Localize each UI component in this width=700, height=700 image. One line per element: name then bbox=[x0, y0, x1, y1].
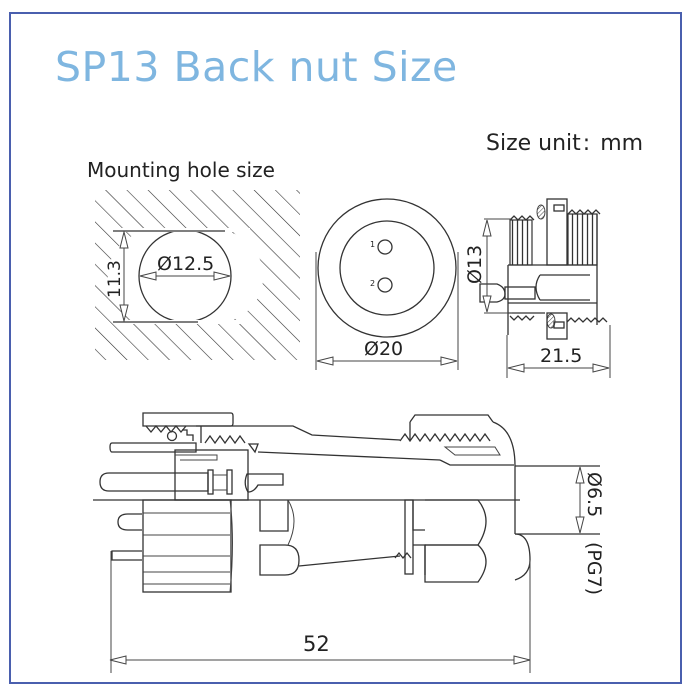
front-view-diagram: 1 2 Ø20 bbox=[315, 198, 459, 370]
cable-diameter-dimension: Ø6.5 bbox=[583, 472, 605, 517]
size-unit-note: Size unit: mm bbox=[486, 131, 643, 156]
pin-2-icon bbox=[377, 277, 393, 293]
front-diameter-dimension: Ø20 bbox=[364, 338, 403, 360]
hole-diameter-dimension: Ø12.5 bbox=[157, 253, 214, 275]
size-unit-value: mm bbox=[600, 131, 644, 156]
total-length-dimension: 52 bbox=[303, 632, 330, 656]
side-length-dimension: 21.5 bbox=[540, 345, 582, 367]
assembly-view-diagram: Ø6.5 (PG7) 52 bbox=[93, 412, 605, 673]
size-unit-separator: : bbox=[582, 131, 591, 156]
gland-thread-dimension: (PG7) bbox=[583, 542, 605, 595]
mounting-hole-label: Mounting hole size bbox=[87, 158, 275, 182]
pin-1-label: 1 bbox=[370, 240, 375, 249]
mounting-hole-diagram: 11.3 Ø12.5 bbox=[95, 190, 300, 360]
side-thread-dimension: Ø13 bbox=[464, 245, 486, 284]
side-view-diagram: Ø13 21.5 bbox=[464, 198, 611, 378]
drawing-frame bbox=[9, 12, 682, 684]
size-unit-label: Size unit bbox=[486, 131, 581, 156]
hole-flat-dimension: 11.3 bbox=[105, 260, 125, 298]
page-title: SP13 Back nut Size bbox=[55, 43, 458, 91]
pin-1-icon bbox=[377, 239, 393, 255]
pin-2-label: 2 bbox=[370, 279, 375, 288]
